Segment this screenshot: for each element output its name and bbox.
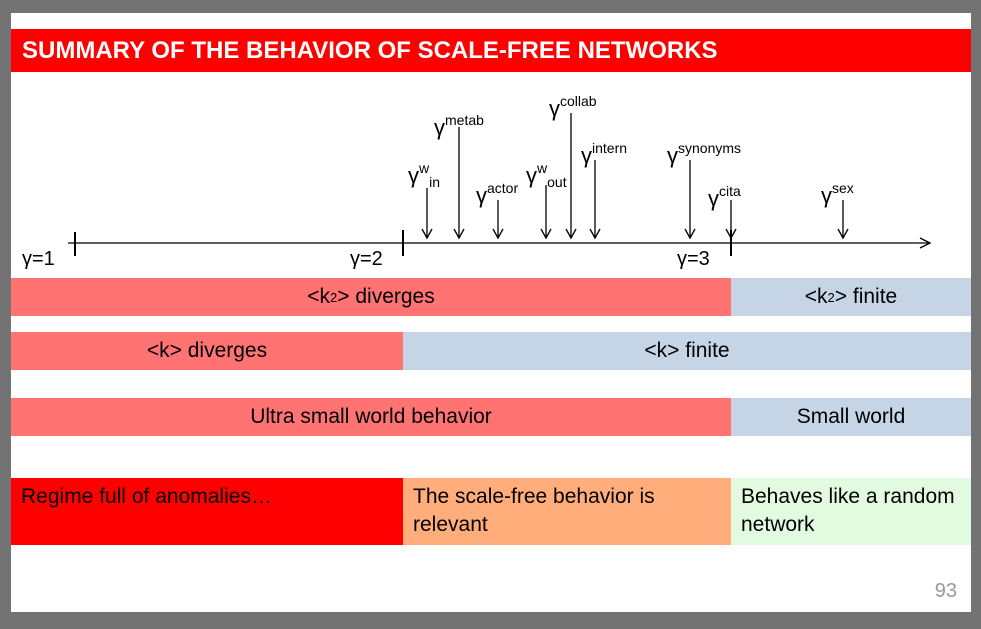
page-number: 93 bbox=[934, 580, 957, 602]
gamma-actor: γactor bbox=[476, 180, 519, 208]
label-gamma-1: γ=1 bbox=[22, 248, 55, 270]
gamma-intern: γintern bbox=[581, 140, 628, 168]
arrowhead-metab bbox=[453, 228, 465, 240]
label-gamma-3: γ=3 bbox=[677, 248, 710, 270]
label-gamma-2: γ=2 bbox=[350, 248, 383, 270]
regime-anomalies: Regime full of anomalies… bbox=[11, 478, 403, 545]
k-finite-bar: <k> finite bbox=[403, 332, 971, 370]
arrowhead-sex bbox=[837, 228, 849, 240]
arrowhead-synonyms bbox=[684, 228, 696, 240]
arrowhead-in bbox=[421, 228, 433, 240]
arrowhead-collab bbox=[565, 228, 577, 240]
small-world-bar: Small world bbox=[731, 398, 971, 436]
arrowhead-out bbox=[540, 228, 552, 240]
gamma-metab: γmetab bbox=[434, 112, 484, 140]
arrowhead-cita bbox=[725, 228, 737, 240]
gamma-synonyms: γsynonyms bbox=[667, 140, 742, 168]
regime-random: Behaves like a random network bbox=[731, 478, 971, 545]
gamma-w-in: γwin bbox=[408, 160, 441, 190]
gamma-sex: γsex bbox=[821, 180, 854, 208]
slide-title: SUMMARY OF THE BEHAVIOR OF SCALE-FREE NE… bbox=[11, 29, 971, 72]
axis-arrowhead bbox=[919, 237, 932, 249]
regime-scale-free: The scale-free behavior is relevant bbox=[403, 478, 731, 545]
gamma-collab: γcollab bbox=[549, 93, 597, 121]
arrowhead-actor bbox=[492, 228, 504, 240]
gamma-w-out: γwout bbox=[526, 160, 567, 190]
arrowhead-intern bbox=[589, 228, 601, 240]
ultra-small-world-bar: Ultra small world behavior bbox=[11, 398, 731, 436]
gamma-cita: γcita bbox=[708, 183, 741, 211]
k-diverges-bar: <k> diverges bbox=[11, 332, 403, 370]
